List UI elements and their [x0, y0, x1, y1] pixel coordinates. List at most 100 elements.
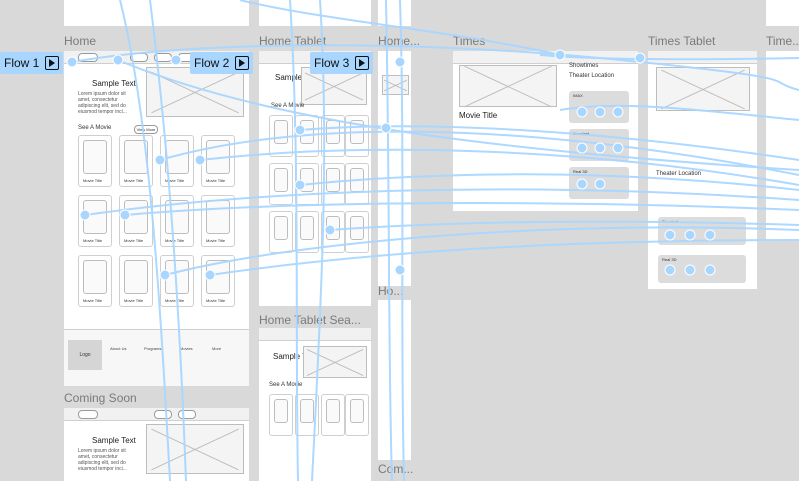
home-movie-card[interactable]: Movie Title — [119, 135, 153, 187]
times-showtime-box-real3d: Real 3D — [569, 167, 629, 199]
home-tablet-search-movie-card[interactable] — [295, 394, 319, 436]
frame-home-tablet-search[interactable]: Sample Text See A Movie — [259, 328, 371, 481]
times-tablet-theater-location[interactable]: Theater Location — [656, 171, 702, 177]
movie-caption: Movie Title — [124, 178, 144, 183]
times-movie-image — [459, 65, 557, 107]
frame-label-times-tablet[interactable]: Times Tablet — [648, 34, 716, 48]
movie-caption: Movie Title — [83, 298, 103, 303]
home-tablet-section-title: See A Movie — [271, 103, 305, 109]
home-tablet-search-movie-card[interactable] — [345, 394, 369, 436]
home-footer-col-1[interactable]: About Us — [110, 346, 127, 351]
times-showtime-box-imax: IMAX — [569, 91, 629, 123]
home-movie-card[interactable]: Movie Title — [201, 255, 235, 307]
home-tablet-movie-card[interactable] — [295, 115, 319, 157]
coming-soon-nav-bar — [64, 408, 249, 421]
frame-label-home[interactable]: Home — [64, 34, 97, 48]
play-icon[interactable] — [355, 56, 370, 70]
home-footer-col-3[interactable]: Movies — [180, 346, 193, 351]
movie-caption: Movie Title — [83, 238, 103, 243]
play-icon[interactable] — [45, 56, 60, 70]
home-movie-card[interactable]: Movie Title — [78, 135, 112, 187]
frame-label-home-tablet-search[interactable]: Home Tablet Sea... — [259, 313, 361, 327]
home-hero-title: Sample Text — [92, 79, 136, 88]
frame-top-partial-c[interactable] — [378, 0, 411, 26]
home-tablet-movie-card[interactable] — [295, 163, 319, 205]
times-section-label: Real 3D — [573, 169, 588, 174]
home-view-more-button[interactable]: View More — [134, 125, 158, 134]
home-tablet-movie-card[interactable] — [345, 115, 369, 157]
frame-label-times[interactable]: Times — [453, 34, 486, 48]
home-movie-card[interactable]: Movie Title — [119, 255, 153, 307]
home-movie-card[interactable]: Movie Title — [201, 135, 235, 187]
play-icon[interactable] — [235, 56, 250, 70]
times-tablet-nav-bar — [648, 51, 757, 64]
times-tablet-section-label: Real 3D — [662, 257, 677, 262]
frame-top-partial-d[interactable] — [766, 0, 799, 26]
movie-caption: Movie Title — [206, 298, 226, 303]
coming-soon-hero-body: Lorem ipsum dolor sit amet, consectetur … — [78, 448, 127, 472]
frame-label-home-tablet[interactable]: Home Tablet — [259, 34, 327, 48]
frame-label-mobile-bottom[interactable]: Com... — [378, 462, 414, 476]
movie-caption: Movie Title — [124, 298, 144, 303]
home-tablet-movie-card[interactable] — [321, 115, 345, 157]
coming-soon-nav-button-1[interactable] — [154, 410, 172, 419]
home-movie-card[interactable]: Movie Title — [78, 195, 112, 247]
home-movie-card[interactable]: Movie Title — [160, 135, 194, 187]
home-tablet-movie-card[interactable] — [269, 115, 293, 157]
home-footer-logo: Logo — [68, 340, 102, 370]
home-tablet-movie-card[interactable] — [295, 211, 319, 253]
frame-mobile-home-2[interactable] — [378, 300, 411, 460]
movie-caption: Movie Title — [165, 238, 185, 243]
home-movie-card[interactable]: Movie Title — [160, 195, 194, 247]
home-section-title: See A Movie — [78, 125, 112, 131]
flow-3-chip[interactable]: Flow 3 — [310, 52, 374, 74]
movie-caption: Movie Title — [124, 238, 144, 243]
flow-2-chip[interactable]: Flow 2 — [190, 52, 254, 74]
movie-caption: Movie Title — [206, 178, 226, 183]
home-movie-card[interactable]: Movie Title — [201, 195, 235, 247]
times-tablet-showtime-box-real3d: Real 3D — [658, 255, 746, 283]
home-tablet-movie-card[interactable] — [345, 211, 369, 253]
flow-1-chip[interactable]: Flow 1 — [0, 52, 64, 74]
home-tablet-movie-card[interactable] — [269, 163, 293, 205]
times-theater-location[interactable]: Theater Location — [569, 73, 615, 79]
times-tablet-section-label: Standard — [662, 219, 679, 224]
frame-label-times-mobile[interactable]: Time... — [766, 34, 799, 48]
flow-1-label: Flow 1 — [4, 56, 40, 70]
home-tablet-movie-card[interactable] — [345, 163, 369, 205]
home-tablet-search-hero-image — [303, 346, 367, 378]
home-movie-card[interactable]: Movie Title — [119, 195, 153, 247]
home-nav-button-2[interactable] — [154, 53, 172, 62]
frame-top-partial-a[interactable] — [64, 0, 249, 26]
frame-label-mobile-mid[interactable]: Ho... — [378, 284, 404, 298]
home-nav-button-1[interactable] — [130, 53, 148, 62]
coming-soon-nav-logo-button[interactable] — [78, 410, 98, 419]
times-tablet-movie-image — [656, 67, 750, 111]
home-tablet-search-nav-bar — [259, 328, 371, 341]
frame-home[interactable]: Sample Text Lorem ipsum dolor sit amet, … — [64, 51, 249, 386]
home-movie-card[interactable]: Movie Title — [160, 255, 194, 307]
frame-mobile-home[interactable] — [378, 51, 411, 286]
home-nav-logo-button[interactable] — [78, 53, 98, 62]
home-tablet-movie-card[interactable] — [321, 211, 345, 253]
frame-top-partial-b[interactable] — [259, 0, 371, 26]
home-tablet-search-movie-card[interactable] — [269, 394, 293, 436]
home-footer-col-4[interactable]: More — [212, 346, 222, 351]
home-movie-card[interactable]: Movie Title — [78, 255, 112, 307]
movie-caption: Movie Title — [165, 298, 185, 303]
frame-label-coming-soon[interactable]: Coming Soon — [64, 391, 137, 405]
home-tablet-search-section-title: See A Movie — [269, 382, 303, 388]
times-section-label: IMAX — [573, 93, 583, 98]
frame-times-mobile[interactable] — [766, 51, 799, 241]
home-tablet-movie-card[interactable] — [321, 163, 345, 205]
coming-soon-nav-button-2[interactable] — [178, 410, 196, 419]
frame-label-mobile[interactable]: Home... — [378, 34, 421, 48]
home-tablet-search-movie-card[interactable] — [321, 394, 345, 436]
home-tablet-movie-card[interactable] — [269, 211, 293, 253]
frame-home-tablet[interactable]: Sample Text See A Movie — [259, 51, 371, 306]
times-movie-title: Movie Title — [459, 111, 498, 120]
frame-times[interactable]: Movie Title Showtimes Theater Location I… — [453, 51, 638, 211]
frame-times-tablet[interactable]: Theater Location Standard Real 3D — [648, 51, 757, 289]
frame-coming-soon[interactable]: Sample Text Lorem ipsum dolor sit amet, … — [64, 408, 249, 481]
home-footer-col-2[interactable]: Programs — [144, 346, 162, 351]
